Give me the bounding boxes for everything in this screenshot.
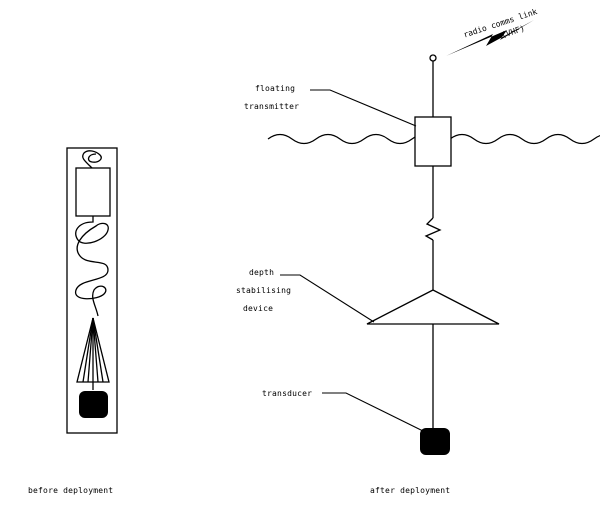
antenna-tip xyxy=(429,54,437,62)
packed-transducer xyxy=(79,391,108,418)
label-device: device xyxy=(243,304,274,313)
leader-transducer xyxy=(322,392,424,432)
label-after-deployment: after deployment xyxy=(370,486,451,495)
label-floating: floating xyxy=(255,84,296,93)
water-surface xyxy=(267,133,600,145)
label-transducer: transducer xyxy=(262,389,313,398)
label-transmitter: transmitter xyxy=(244,102,300,111)
canister-outline xyxy=(66,147,118,434)
leader-depth-stabilising xyxy=(280,274,375,323)
deployed-transducer xyxy=(420,428,450,455)
label-stabilising: stabilising xyxy=(236,286,292,295)
label-depth: depth xyxy=(249,268,275,277)
packed-cable-coil xyxy=(75,216,109,317)
leader-floating-transmitter xyxy=(310,89,417,127)
depth-stabiliser xyxy=(366,289,500,325)
leader-lines xyxy=(280,89,424,432)
packed-antenna-coil xyxy=(82,150,102,169)
packed-transmitter xyxy=(75,167,111,217)
deployed-assembly xyxy=(366,54,500,428)
label-before-deployment: before deployment xyxy=(28,486,114,495)
floating-transmitter-box xyxy=(414,116,452,167)
packed-canister xyxy=(66,147,118,434)
cable-spring xyxy=(424,217,442,241)
